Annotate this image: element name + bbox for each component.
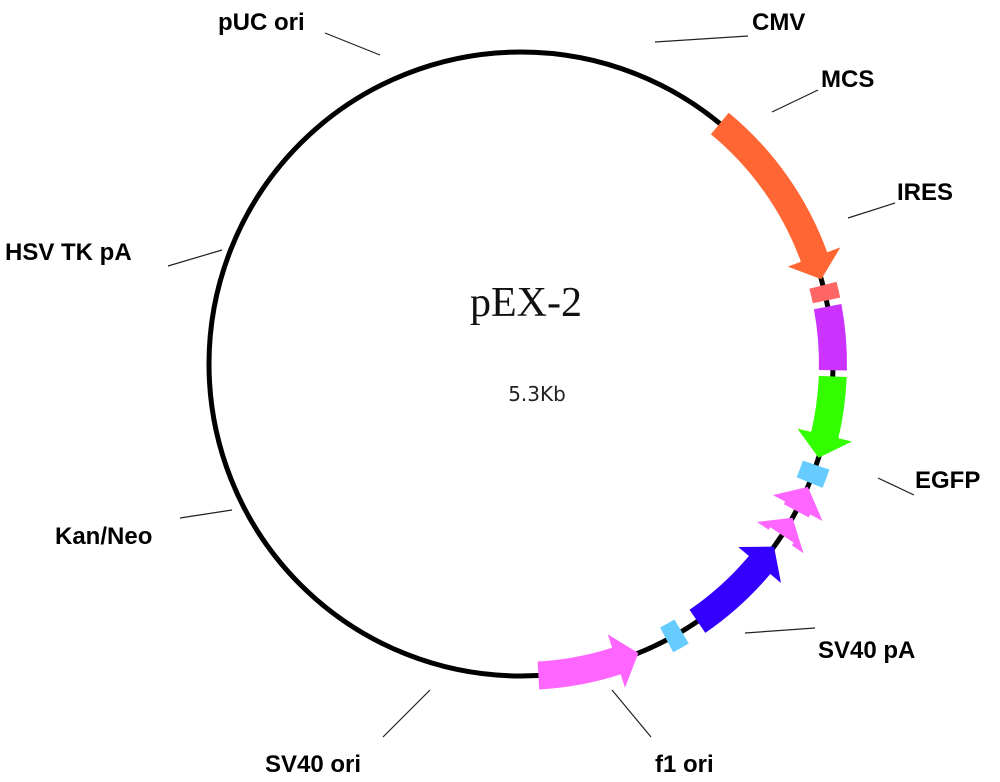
leader-hsvtkpa [167, 249, 223, 267]
feature-f1ori [772, 486, 823, 521]
label-mcs: MCS [821, 66, 874, 93]
plasmid-name: pEX-2 [470, 280, 582, 326]
leader-pucori [324, 32, 381, 56]
leader-cmv [654, 35, 749, 43]
leader-egfp [877, 477, 915, 496]
leader-sv40pa [744, 627, 816, 634]
label-sv40pa: SV40 pA [818, 637, 915, 664]
feature-pucori [537, 634, 639, 690]
leader-kanneo [179, 509, 233, 519]
feature-ires [813, 304, 847, 371]
leader-lines [167, 32, 915, 738]
leader-mcs [771, 89, 819, 113]
label-sv40ori: SV40 ori [265, 751, 361, 778]
label-egfp: EGFP [915, 467, 980, 494]
feature-hsvtkpa [660, 619, 689, 653]
feature-sv40ori [757, 517, 804, 554]
plasmid-size: 5.3Kb [508, 382, 566, 406]
label-cmv: CMV [752, 9, 805, 36]
label-hsvtkpa: HSV TK pA [5, 239, 132, 266]
label-f1ori: f1 ori [655, 751, 714, 778]
leader-sv40ori [382, 689, 431, 738]
feature-egfp [797, 375, 852, 458]
feature-mcs [809, 281, 841, 304]
leader-ires [847, 202, 896, 219]
feature-labels: CMV MCS IRES EGFP SV40 pA f1 ori SV40 or… [5, 9, 980, 778]
label-ires: IRES [897, 179, 953, 206]
label-kanneo: Kan/Neo [55, 523, 152, 550]
feature-cmv [710, 112, 841, 280]
feature-segments [537, 112, 852, 690]
feature-kanneo [689, 546, 781, 633]
feature-sv40pa [796, 460, 830, 488]
leader-f1ori [611, 689, 652, 738]
label-pucori: pUC ori [218, 9, 305, 36]
